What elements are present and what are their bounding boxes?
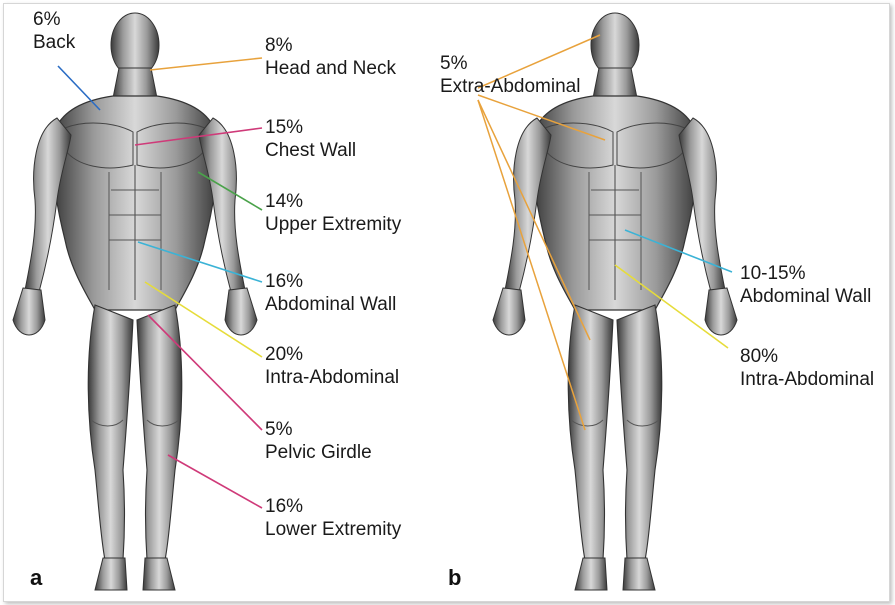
leader-back [58,66,100,110]
label-upper-extremity-percent: 14% [265,190,401,213]
label-intra-abdominal-percent: 20% [265,343,399,366]
label-intra-abdominal-b-name: Intra-Abdominal [740,368,874,391]
label-abdominal-wall-percent: 16% [265,270,396,293]
label-intra-abdominal-name: Intra-Abdominal [265,366,399,389]
label-back: 6% Back [33,8,75,54]
label-head-neck-name: Head and Neck [265,57,396,80]
label-back-percent: 6% [33,8,75,31]
label-abdominal-wall: 16% Abdominal Wall [265,270,396,316]
label-abdominal-wall-b: 10-15% Abdominal Wall [740,262,871,308]
label-upper-extremity: 14% Upper Extremity [265,190,401,236]
label-head-neck-percent: 8% [265,34,396,57]
label-intra-abdominal: 20% Intra-Abdominal [265,343,399,389]
label-abdominal-wall-name: Abdominal Wall [265,293,396,316]
label-chest-wall-percent: 15% [265,116,356,139]
leader-lower-extremity [168,455,262,508]
label-abdominal-wall-b-percent: 10-15% [740,262,871,285]
label-back-name: Back [33,31,75,54]
label-lower-extremity-percent: 16% [265,495,401,518]
leader-head-neck [150,58,262,70]
figure-a-body [13,13,257,590]
label-chest-wall-name: Chest Wall [265,139,356,162]
label-upper-extremity-name: Upper Extremity [265,213,401,236]
label-intra-abdominal-b: 80% Intra-Abdominal [740,345,874,391]
label-extra-abdominal-name: Extra-Abdominal [440,75,580,98]
label-intra-abdominal-b-percent: 80% [740,345,874,368]
panel-letter-b: b [448,565,461,591]
figure-b-body [493,13,737,590]
label-chest-wall: 15% Chest Wall [265,116,356,162]
label-pelvic-girdle: 5% Pelvic Girdle [265,418,372,464]
label-lower-extremity-name: Lower Extremity [265,518,401,541]
label-extra-abdominal: 5% Extra-Abdominal [440,52,580,98]
label-head-neck: 8% Head and Neck [265,34,396,80]
label-pelvic-girdle-percent: 5% [265,418,372,441]
label-pelvic-girdle-name: Pelvic Girdle [265,441,372,464]
label-abdominal-wall-b-name: Abdominal Wall [740,285,871,308]
label-lower-extremity: 16% Lower Extremity [265,495,401,541]
label-extra-abdominal-percent: 5% [440,52,580,75]
panel-letter-a: a [30,565,42,591]
